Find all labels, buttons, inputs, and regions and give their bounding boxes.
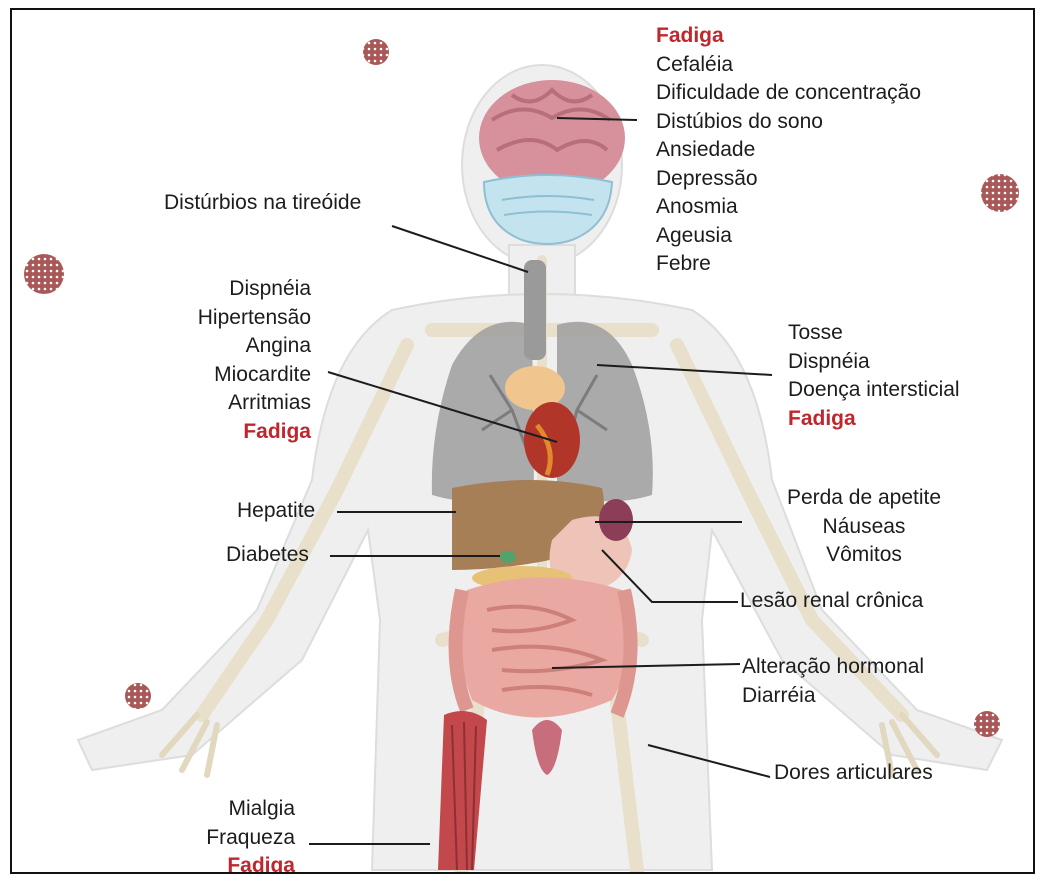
cardio-symptom: Hipertensão xyxy=(198,304,311,333)
virus-particle-icon xyxy=(974,711,1000,737)
pancreas-symptom: Diabetes xyxy=(226,541,309,570)
intestine-symptom: Alteração hormonal xyxy=(742,653,924,682)
liver-symptom: Hepatite xyxy=(237,497,315,526)
lung-symptom: Tosse xyxy=(788,319,960,348)
muscle-symptom: Mialgia xyxy=(206,795,295,824)
muscle-symptom: Fadiga xyxy=(206,852,295,874)
cardio-symptom: Dispnéia xyxy=(198,275,311,304)
virus-particle-icon xyxy=(363,39,389,65)
cardio-symptoms-list: Dispnéia Hipertensão Angina Miocardite A… xyxy=(198,275,311,446)
stomach-symptom: Perda de apetite xyxy=(754,484,974,513)
virus-particle-icon xyxy=(981,174,1019,212)
lung-symptoms-list: Tosse Dispnéia Doença intersticial Fadig… xyxy=(788,319,960,433)
figure-frame: Fadiga Cefaléia Dificuldade de concentra… xyxy=(10,8,1035,874)
cardio-symptom: Fadiga xyxy=(198,418,311,447)
kidney xyxy=(599,499,633,541)
neuro-symptom: Ansiedade xyxy=(656,136,921,165)
lung-symptom: Dispnéia xyxy=(788,348,960,377)
muscle-symptoms-list: Mialgia Fraqueza Fadiga xyxy=(206,795,295,874)
pancreas-symptoms-list: Diabetes xyxy=(226,541,309,570)
neuro-symptoms-list: Fadiga Cefaléia Dificuldade de concentra… xyxy=(656,22,921,279)
intestine-symptom: Diarréia xyxy=(742,682,924,711)
neuro-symptom: Anosmia xyxy=(656,193,921,222)
thyroid-symptom: Distúrbios na tireóide xyxy=(164,189,361,218)
neuro-symptom: Cefaléia xyxy=(656,51,921,80)
thyroid-symptoms-list: Distúrbios na tireóide xyxy=(164,189,361,218)
intestine-symptoms-list: Alteração hormonal Diarréia xyxy=(742,653,924,710)
stomach-symptom: Náuseas xyxy=(754,513,974,542)
neuro-symptom: Fadiga xyxy=(656,22,921,51)
stomach-symptom: Vômitos xyxy=(754,541,974,570)
joint-symptoms-list: Dores articulares xyxy=(774,759,933,788)
neuro-symptom: Distúbios do sono xyxy=(656,108,921,137)
trachea xyxy=(524,260,546,360)
intestines xyxy=(456,578,631,718)
muscle-symptom: Fraqueza xyxy=(206,824,295,853)
kidney-symptom: Lesão renal crônica xyxy=(740,587,923,616)
neuro-symptom: Dificuldade de concentração xyxy=(656,79,921,108)
liver-symptoms-list: Hepatite xyxy=(237,497,315,526)
neuro-symptom: Depressão xyxy=(656,165,921,194)
virus-particle-icon xyxy=(24,254,64,294)
kidney-symptoms-list: Lesão renal crônica xyxy=(740,587,923,616)
cardio-symptom: Miocardite xyxy=(198,361,311,390)
neuro-symptom: Febre xyxy=(656,250,921,279)
neuro-symptom: Ageusia xyxy=(656,222,921,251)
cardio-symptom: Angina xyxy=(198,332,311,361)
virus-particle-icon xyxy=(125,683,151,709)
lung-symptom: Doença intersticial xyxy=(788,376,960,405)
lung-symptom: Fadiga xyxy=(788,405,960,434)
joint-symptom: Dores articulares xyxy=(774,759,933,788)
pancreas xyxy=(500,551,516,563)
cardio-symptom: Arritmias xyxy=(198,389,311,418)
stomach-symptoms-list: Perda de apetite Náuseas Vômitos xyxy=(754,484,974,570)
